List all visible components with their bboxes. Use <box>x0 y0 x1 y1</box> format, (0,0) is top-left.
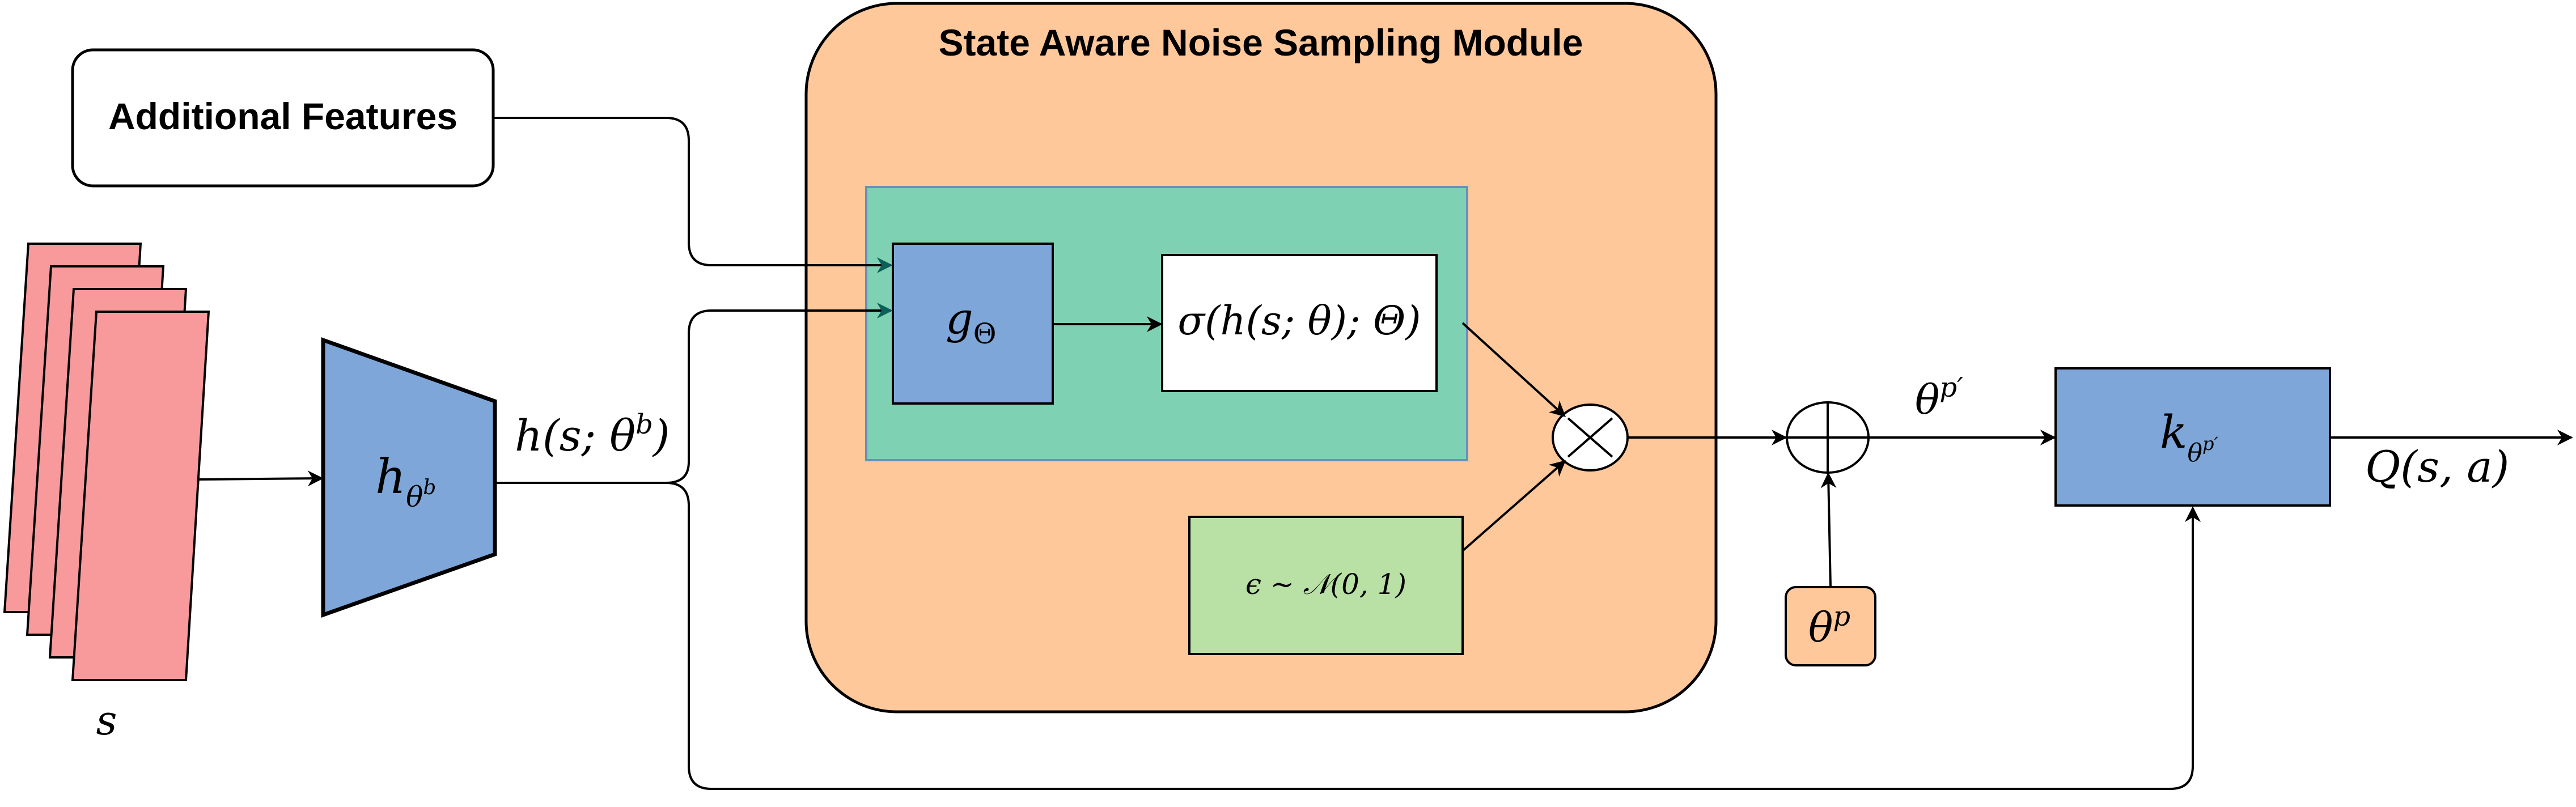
additional-features-label: Additional Features <box>108 95 457 137</box>
arrow-epsilon-to-multiply <box>1461 460 1566 552</box>
encoder-label: hθb <box>375 449 436 513</box>
k-label: kθp′ <box>2160 406 2218 468</box>
epsilon-label: ϵ ∼ 𝒩(0, 1) <box>1245 568 1406 601</box>
sigma-block <box>1161 254 1438 392</box>
module-title: State Aware Noise Sampling Module <box>939 22 1583 63</box>
arrow-input-to-encoder <box>197 470 324 487</box>
sigma-label: σ(h(s; θ); Θ) <box>1177 298 1421 344</box>
encoder-output-label: h(s; θb) <box>515 409 670 461</box>
input-label: s <box>96 696 117 744</box>
input-state-stack <box>3 243 210 681</box>
theta-p-label: θp <box>1808 601 1850 651</box>
arrow-sigma-to-multiply <box>1461 322 1566 417</box>
g-theta-block <box>892 243 1054 405</box>
theta-p-prime-label: θp′ <box>1915 372 1963 423</box>
arrow-encoder-to-g <box>666 303 893 484</box>
input-frame <box>71 311 210 681</box>
multiply-operator-stroke <box>1567 417 1613 458</box>
encoder-block <box>321 337 497 618</box>
arrow-encoder-to-k <box>666 482 2201 790</box>
epsilon-block <box>1188 516 1464 655</box>
arrow-features-to-g <box>493 117 893 273</box>
output-label: Q(s, a) <box>2365 441 2509 492</box>
g-theta-label: gΘ <box>946 293 997 350</box>
k-block <box>2054 367 2331 507</box>
arrow-thetap-to-add <box>1820 472 1837 588</box>
